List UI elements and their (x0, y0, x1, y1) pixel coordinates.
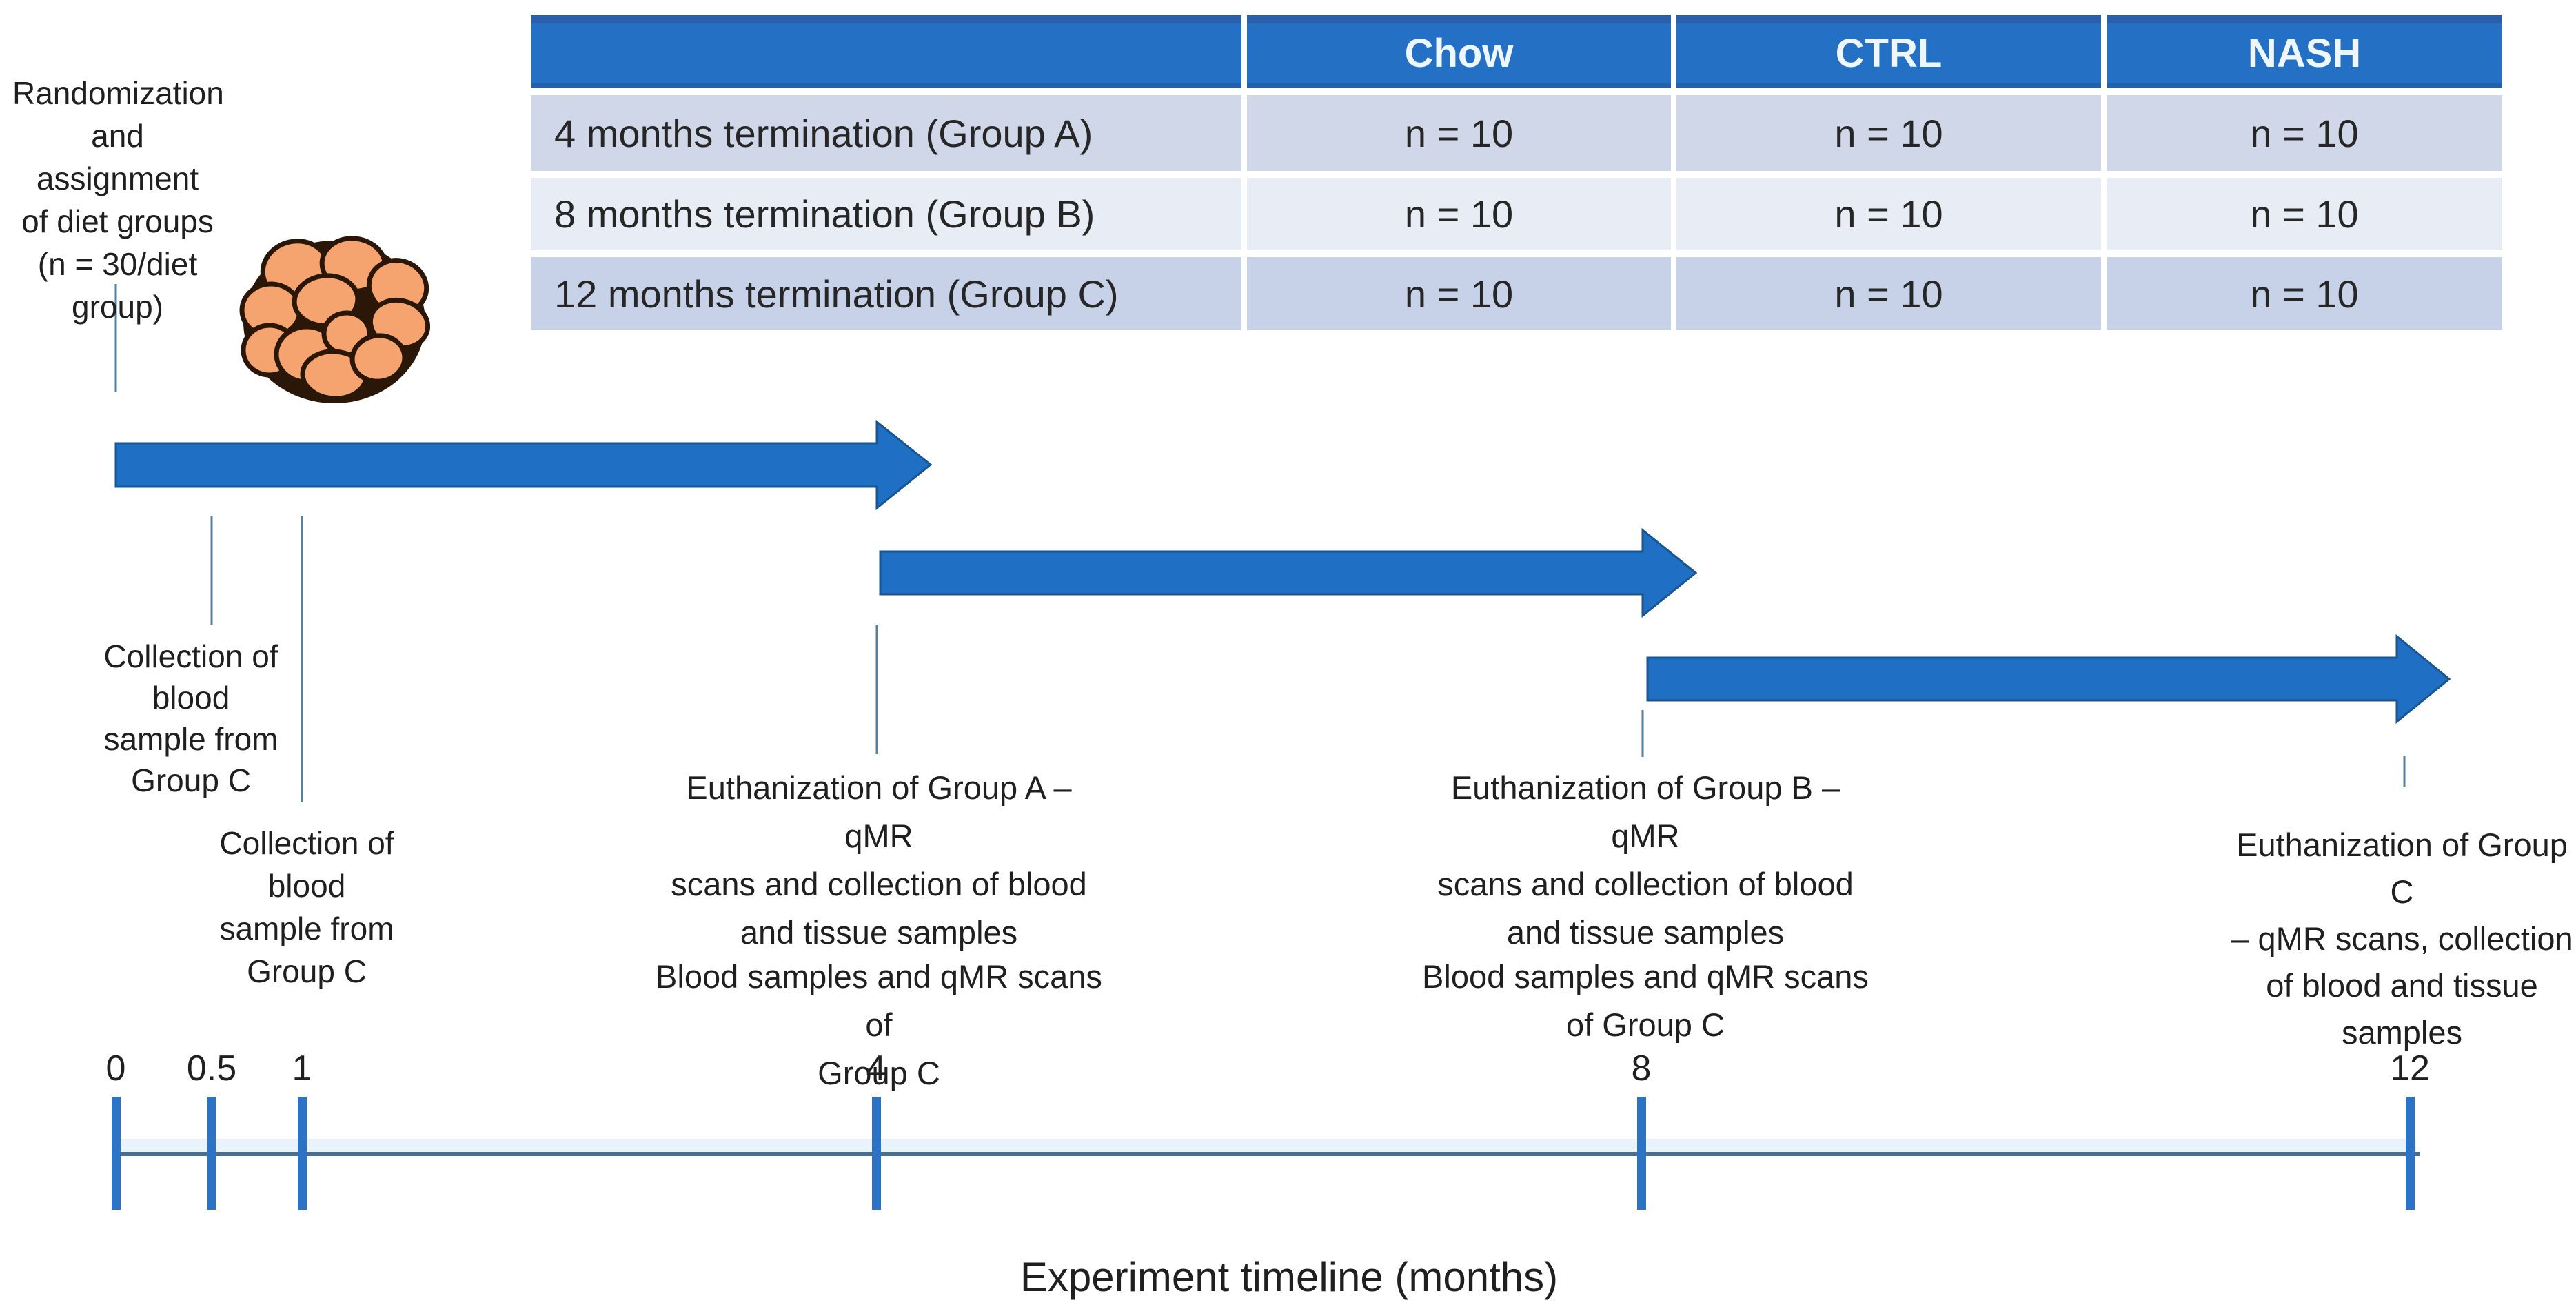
row-label-group-c: 12 months termination (Group C) (531, 257, 1241, 330)
axis-highlight-band (116, 1139, 2416, 1153)
value-cell: n = 10 (1247, 257, 1671, 330)
row-label-group-b: 8 months termination (Group B) (531, 178, 1241, 250)
tick-mark-0 (112, 1097, 121, 1210)
tick-label-0-5: 0.5 (186, 1048, 237, 1088)
tick-mark-4 (872, 1097, 881, 1210)
table-corner-cell (531, 15, 1241, 88)
axis-line (114, 1152, 2420, 1156)
value-cell: n = 10 (1247, 95, 1671, 171)
phase-arrow-0-4-icon (114, 419, 933, 511)
tick-label-4: 4 (866, 1048, 886, 1088)
tick-mark-12 (2406, 1097, 2415, 1210)
value-cell: n = 10 (1676, 257, 2101, 330)
value-cell: n = 10 (2107, 178, 2502, 250)
tick-label-12: 12 (2390, 1048, 2430, 1088)
blood-collection-note-1: Collection of blood sample from Group C (219, 825, 394, 989)
value-cell: n = 10 (1676, 95, 2101, 171)
header-cell-chow: Chow (1247, 15, 1671, 88)
header-cell-ctrl: CTRL (1676, 15, 2101, 88)
axis-title: Experiment timeline (months) (1020, 1254, 1559, 1300)
tick-label-0: 0 (105, 1048, 126, 1088)
euthanization-group-b-note: Euthanization of Group B – qMR scans and… (1437, 769, 1854, 951)
tick-mark-8 (1637, 1097, 1646, 1210)
phase-arrow-4-8-icon (879, 527, 1698, 618)
tick-mark-0-5 (207, 1097, 216, 1210)
group-c-followup-8-note: Blood samples and qMR scans of Group C (1422, 958, 1869, 1043)
phase-arrow-8-12-icon (1646, 634, 2451, 725)
value-cell: n = 10 (1676, 178, 2101, 250)
header-cell-nash: NASH (2107, 15, 2502, 88)
tick-mark-1 (298, 1097, 307, 1210)
tick-label-1: 1 (292, 1048, 312, 1088)
row-label-group-a: 4 months termination (Group A) (531, 95, 1241, 171)
value-cell: n = 10 (2107, 95, 2502, 171)
group-c-followup-4-note: Blood samples and qMR scans of Group C (656, 958, 1102, 1091)
chow-pellets-icon (239, 236, 431, 403)
value-cell: n = 10 (2107, 257, 2502, 330)
tick-label-8: 8 (1631, 1048, 1652, 1088)
randomization-note: Randomization and assignment of diet gro… (12, 75, 224, 325)
group-size-table: Chow CTRL NASH 4 months termination (Gro… (531, 15, 2502, 330)
value-cell: n = 10 (1247, 178, 1671, 250)
blood-collection-note-0-5: Collection of blood sample from Group C (103, 638, 278, 798)
euthanization-group-c-note: Euthanization of Group C – qMR scans, co… (2231, 827, 2573, 1051)
euthanization-group-a-note: Euthanization of Group A – qMR scans and… (671, 769, 1087, 951)
